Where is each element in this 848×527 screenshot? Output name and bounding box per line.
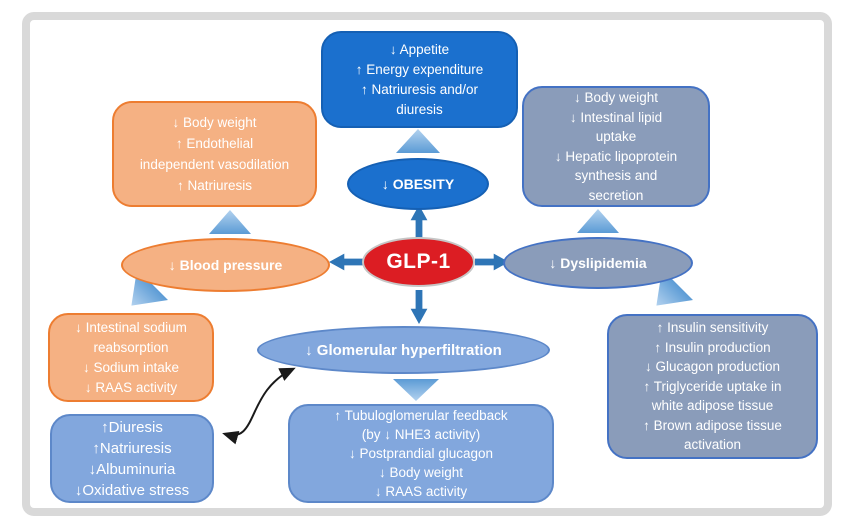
node-dyslipidemia: ↓ Dyslipidemia [503, 237, 693, 289]
box-appetite-effects: ↓ Appetite↑ Energy expenditure↑ Natriure… [321, 31, 518, 128]
box-renal-outcomes: ↑Diuresis↑Natriuresis↓Albuminuria↓Oxidat… [50, 414, 214, 503]
curved-double-arrow-icon [222, 367, 296, 445]
node-obesity: ↓ OBESITY [347, 158, 489, 210]
node-glp1: GLP-1 [362, 237, 475, 287]
node-blood-pressure: ↓ Blood pressure [121, 238, 330, 292]
node-glomerular-hyperfiltration: ↓ Glomerular hyperfiltration [257, 326, 550, 374]
box-insulin-effects: ↑ Insulin sensitivity↑ Insulin productio… [607, 314, 818, 459]
box-tubuloglomerular-mechanisms: ↑ Tubuloglomerular feedback(by ↓ NHE3 ac… [288, 404, 554, 503]
